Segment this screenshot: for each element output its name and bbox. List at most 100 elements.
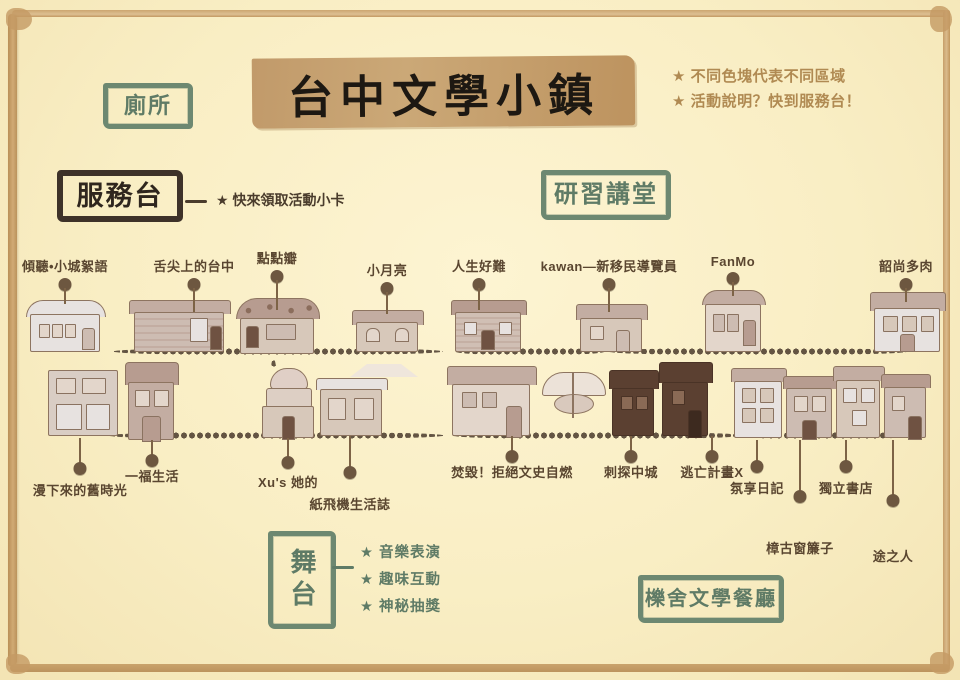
stamp-stage[interactable]: 舞台 bbox=[268, 531, 336, 629]
stamp-restaurant[interactable]: 櫟舍文學餐廳 bbox=[638, 575, 784, 623]
ground-ribbon-upper-mid bbox=[455, 348, 605, 355]
map-pin-label: 漫下來的舊時光 bbox=[32, 483, 128, 498]
house-illustration bbox=[576, 304, 648, 352]
connector-dash-icon bbox=[185, 199, 207, 203]
pin-stem bbox=[349, 436, 351, 470]
house-illustration bbox=[235, 298, 321, 354]
pin-stem bbox=[64, 288, 66, 304]
frame-bottom-edge bbox=[10, 664, 950, 672]
pin-stem bbox=[386, 292, 388, 314]
pin-knob-icon bbox=[472, 278, 486, 291]
map-pin-label: 韶尚多肉 bbox=[878, 259, 934, 274]
pin-stem bbox=[287, 438, 289, 460]
house-illustration bbox=[783, 376, 837, 440]
stage-bullet-3: ★ 神秘抽獎 bbox=[360, 599, 442, 615]
stamp-stage-label: 舞台 bbox=[287, 548, 317, 612]
pin-stem bbox=[905, 288, 907, 302]
pin-stem bbox=[711, 436, 713, 454]
map-pin-label: 刺探中城 bbox=[603, 465, 659, 480]
pin-knob-icon bbox=[270, 270, 284, 283]
house-illustration bbox=[870, 292, 946, 352]
pin-stem bbox=[276, 280, 278, 310]
house-illustration bbox=[701, 290, 767, 352]
pin-knob-icon bbox=[58, 278, 72, 291]
map-pin-label: 樟古窗簾子 bbox=[766, 541, 834, 556]
map-pin-label: 途之人 bbox=[872, 549, 914, 564]
stage-bullet-list: ★ 音樂表演 ★ 趣味互動 ★ 神秘抽獎 bbox=[360, 540, 441, 621]
house-illustration bbox=[125, 362, 179, 442]
pin-stem bbox=[630, 436, 632, 454]
ground-ribbon-lower-mid bbox=[452, 432, 742, 439]
legend: ★ 不同色塊代表不同區域 ★ 活動說明？快到服務台！ bbox=[672, 64, 861, 114]
pin-stem bbox=[732, 282, 734, 296]
house-illustration bbox=[881, 374, 931, 440]
stage-bullet-1: ★ 音樂表演 bbox=[360, 545, 442, 561]
corner-blot-bottom-right bbox=[930, 652, 954, 674]
map-pin-label: 傾聽•小城絮語 bbox=[21, 259, 109, 274]
frame-left-edge bbox=[8, 14, 17, 666]
house-illustration bbox=[833, 366, 885, 438]
map-pin-label: kawan—新移民導覽員 bbox=[540, 259, 678, 274]
pin-knob-icon bbox=[839, 460, 853, 473]
pin-stem bbox=[478, 288, 480, 310]
pin-knob-icon bbox=[886, 494, 900, 507]
house-illustration bbox=[609, 370, 659, 436]
stamp-restroom-label: 廁所 bbox=[123, 93, 172, 118]
stamp-lecture-hall-label: 研習講堂 bbox=[554, 181, 658, 208]
service-desk-note-text: ★ 快來領取活動小卡 bbox=[216, 192, 345, 208]
pin-knob-icon bbox=[793, 490, 807, 503]
house-illustration bbox=[731, 368, 787, 438]
house-illustration bbox=[48, 370, 118, 436]
pin-knob-icon bbox=[281, 456, 295, 469]
map-pin-label: 舌尖上的台中 bbox=[153, 259, 235, 274]
pin-knob-icon bbox=[726, 272, 740, 285]
map-pin-label: 點點瓣 bbox=[256, 251, 298, 266]
pin-stem bbox=[892, 440, 894, 498]
pin-stem bbox=[151, 440, 153, 458]
pin-knob-icon bbox=[380, 282, 394, 295]
cupcake-illustration bbox=[262, 368, 314, 440]
stamp-restroom[interactable]: 廁所 bbox=[103, 83, 193, 129]
house-illustration bbox=[451, 300, 527, 352]
pin-stem bbox=[799, 440, 801, 494]
map-pin-label: 小月亮 bbox=[366, 263, 408, 278]
frame-right-edge bbox=[943, 10, 950, 670]
pin-knob-icon bbox=[73, 462, 87, 475]
pin-knob-icon bbox=[505, 450, 519, 463]
pin-knob-icon bbox=[602, 278, 616, 291]
legend-line-1: ★ 不同色塊代表不同區域 bbox=[672, 68, 846, 85]
map-pin-label: 一福生活 bbox=[124, 469, 180, 484]
legend-line-2: ★ 活動說明？快到服務台！ bbox=[672, 93, 862, 110]
house-illustration bbox=[447, 366, 537, 438]
house-illustration bbox=[659, 362, 713, 438]
map-pin-label: 紙飛機生活誌 bbox=[309, 497, 391, 512]
pin-knob-icon bbox=[187, 278, 201, 291]
stage-connector-dash-icon bbox=[332, 566, 354, 569]
map-pin-label: 人生好難 bbox=[451, 259, 507, 274]
service-desk-note: ★ 快來領取活動小卡 bbox=[185, 190, 344, 210]
house-illustration bbox=[316, 364, 418, 436]
corner-blot-bottom-left bbox=[6, 654, 30, 674]
map-pin-label: Xu's 她的 bbox=[257, 475, 319, 490]
pin-stem bbox=[756, 440, 758, 464]
pin-knob-icon bbox=[343, 466, 357, 479]
stamp-lecture-hall[interactable]: 研習講堂 bbox=[541, 170, 671, 220]
pin-knob-icon bbox=[624, 450, 638, 463]
map-pin-label: 逃亡計畫X bbox=[680, 465, 744, 480]
stamp-service-desk[interactable]: 服務台 bbox=[57, 170, 183, 222]
stamp-service-desk-label: 服務台 bbox=[76, 180, 164, 211]
stamp-restaurant-label: 櫟舍文學餐廳 bbox=[645, 588, 777, 610]
pin-stem bbox=[845, 440, 847, 464]
page-title: 台中文學小鎮 bbox=[287, 68, 601, 124]
house-illustration bbox=[352, 310, 424, 352]
umbrella-illustration bbox=[542, 372, 606, 420]
pin-stem bbox=[79, 438, 81, 466]
pin-knob-icon bbox=[705, 450, 719, 463]
map-pin-label: 獨立書店 bbox=[818, 481, 874, 496]
stage-bullet-2: ★ 趣味互動 bbox=[360, 572, 442, 588]
map-pin-label: 焚毀！拒絕文史自燃 bbox=[451, 465, 573, 480]
frame-top-edge bbox=[12, 10, 948, 17]
house-illustration bbox=[25, 300, 107, 352]
pin-stem bbox=[193, 288, 195, 312]
